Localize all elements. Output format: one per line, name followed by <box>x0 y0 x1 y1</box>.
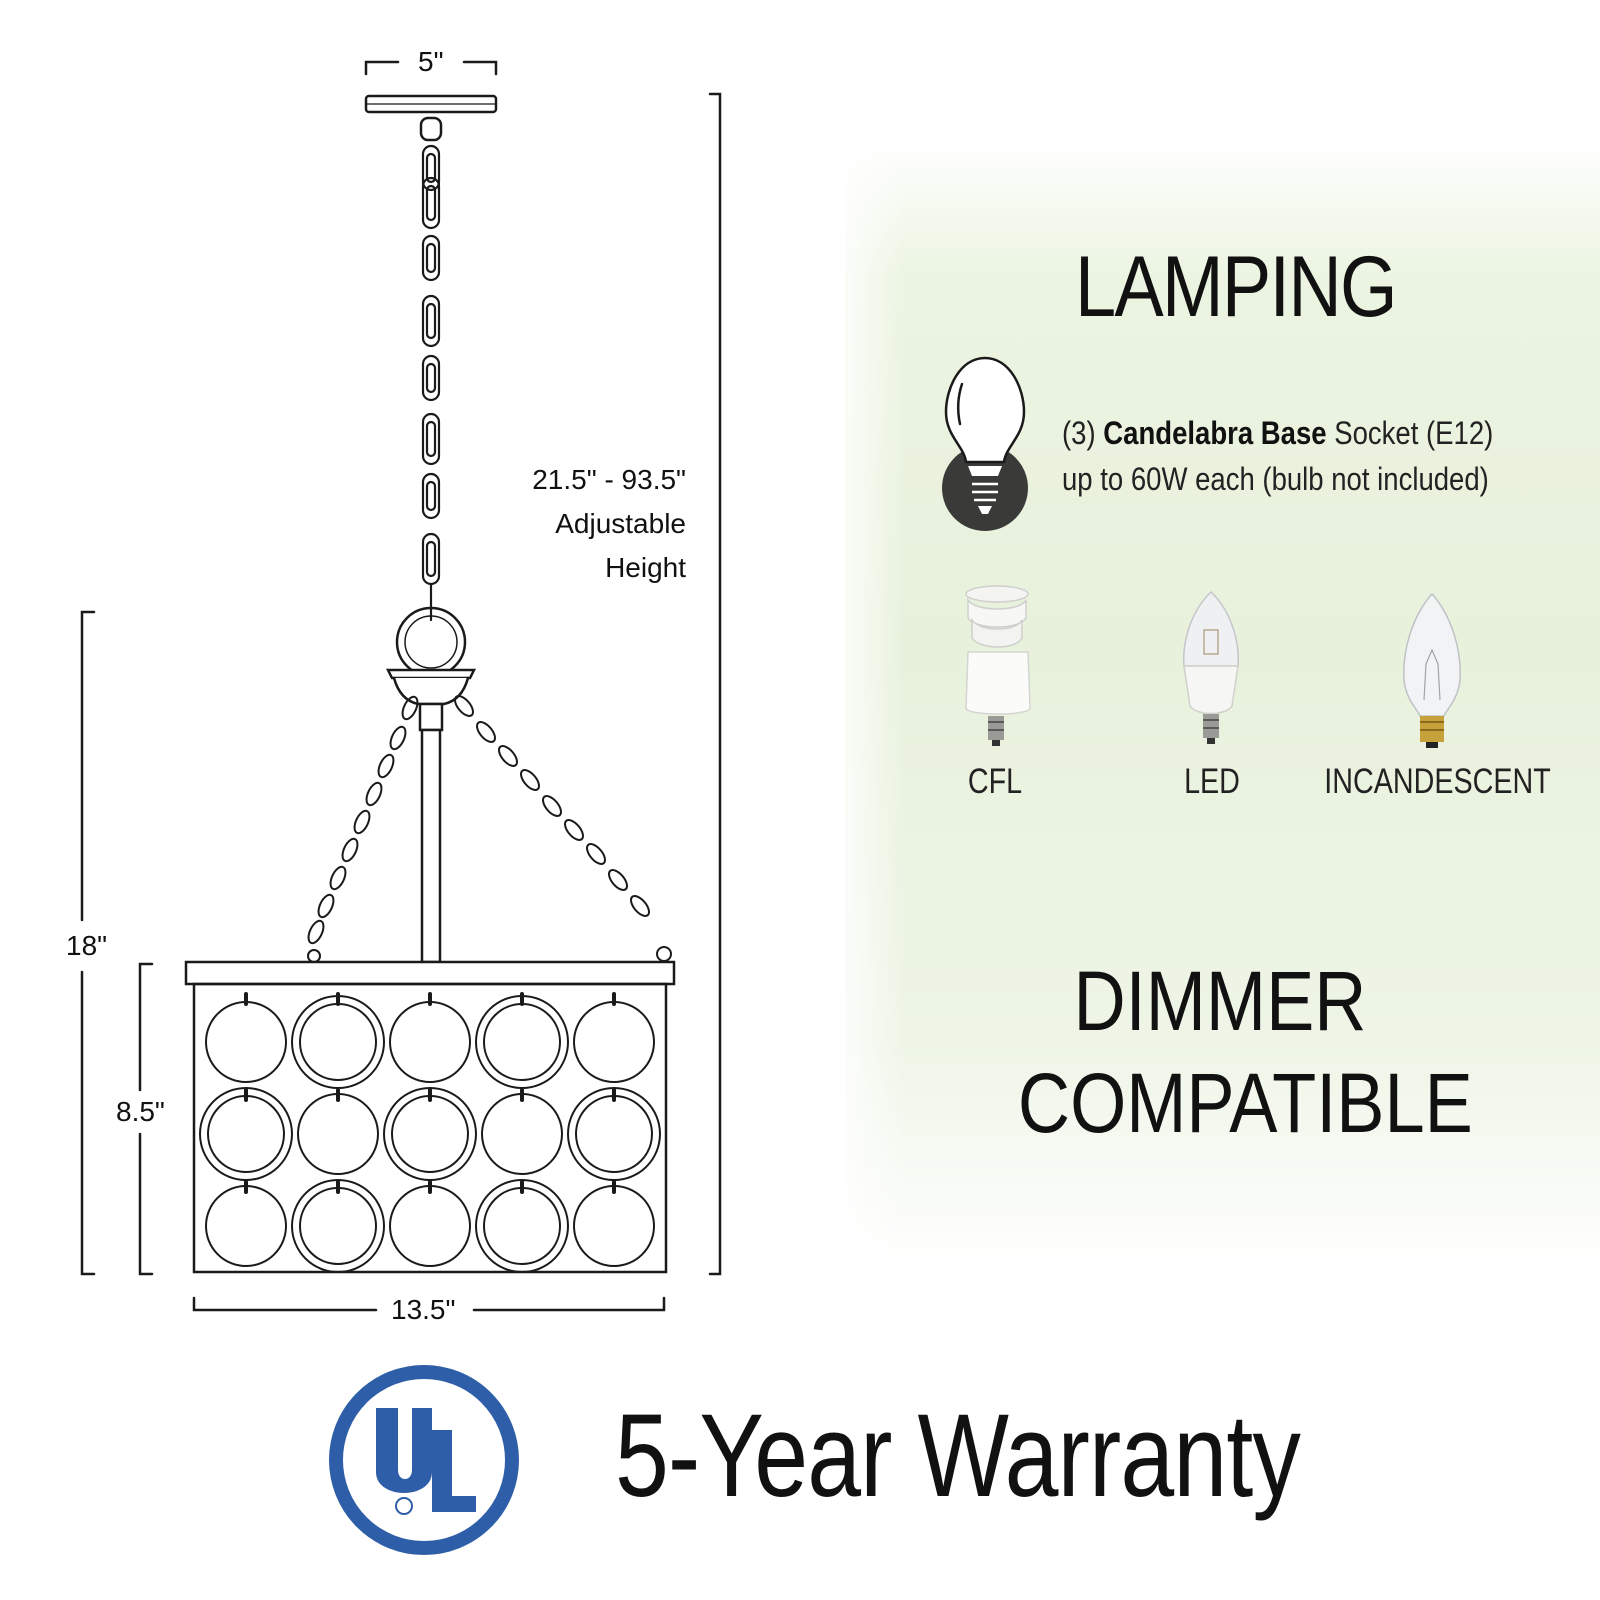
adjustable-word-label: Adjustable <box>555 508 686 539</box>
shade-width-dimension <box>192 1296 666 1312</box>
bulb-label-led: LED <box>1184 762 1240 801</box>
warranty-label: 5-Year Warranty <box>615 1390 1301 1522</box>
fixture-height-dimension <box>80 610 96 1276</box>
adjustable-height-label: 21.5" - 93.5" Adjustable Height <box>532 458 686 590</box>
shade-rings <box>199 995 661 1273</box>
shade-height-label: 8.5" <box>116 1096 165 1127</box>
height-word-label: Height <box>605 552 686 583</box>
socket-type: Candelabra Base <box>1103 415 1327 451</box>
canopy-width-label: 5" <box>418 46 444 77</box>
suspension-chain <box>421 144 441 622</box>
adjustable-height-dimension <box>708 92 722 1276</box>
bulb-label-incandescent: INCANDESCENT <box>1324 762 1551 801</box>
incandescent-bulb-icon <box>1403 592 1461 748</box>
shade-height-dimension <box>138 962 154 1276</box>
ul-certification-icon <box>329 1365 519 1555</box>
socket-count: (3) <box>1062 415 1096 451</box>
socket-line-2: up to 60W each (bulb not included) <box>1062 461 1489 497</box>
ring-hooks <box>244 992 616 1194</box>
socket-description: (3) Candelabra Base Socket (E12) up to 6… <box>1062 410 1493 502</box>
dimmer-line-2: COMPATIBLE <box>1017 1056 1473 1150</box>
side-chain-right <box>454 695 672 962</box>
candelabra-bulb-icon <box>942 356 1028 531</box>
fixture-height-label: 18" <box>66 930 108 961</box>
hub <box>385 606 477 964</box>
socket-rest: Socket (E12) <box>1334 415 1494 451</box>
dimmer-line-1: DIMMER <box>1073 954 1367 1048</box>
cfl-bulb-icon <box>965 585 1031 746</box>
adjustable-range-label: 21.5" - 93.5" <box>532 464 686 495</box>
dimmer-compatible-label: DIMMER COMPATIBLE <box>1017 950 1473 1154</box>
canopy-loop <box>419 116 443 142</box>
canopy <box>364 94 498 114</box>
socket-line-1: (3) Candelabra Base Socket (E12) <box>1062 410 1493 456</box>
shade-width-label: 13.5" <box>391 1294 456 1325</box>
side-chain-left <box>307 695 419 963</box>
led-bulb-icon <box>1183 590 1239 744</box>
shade-frame <box>184 960 676 1274</box>
bulb-label-cfl: CFL <box>967 762 1023 801</box>
canopy-width-dimension <box>364 60 498 76</box>
lamping-title: LAMPING <box>1075 239 1398 335</box>
